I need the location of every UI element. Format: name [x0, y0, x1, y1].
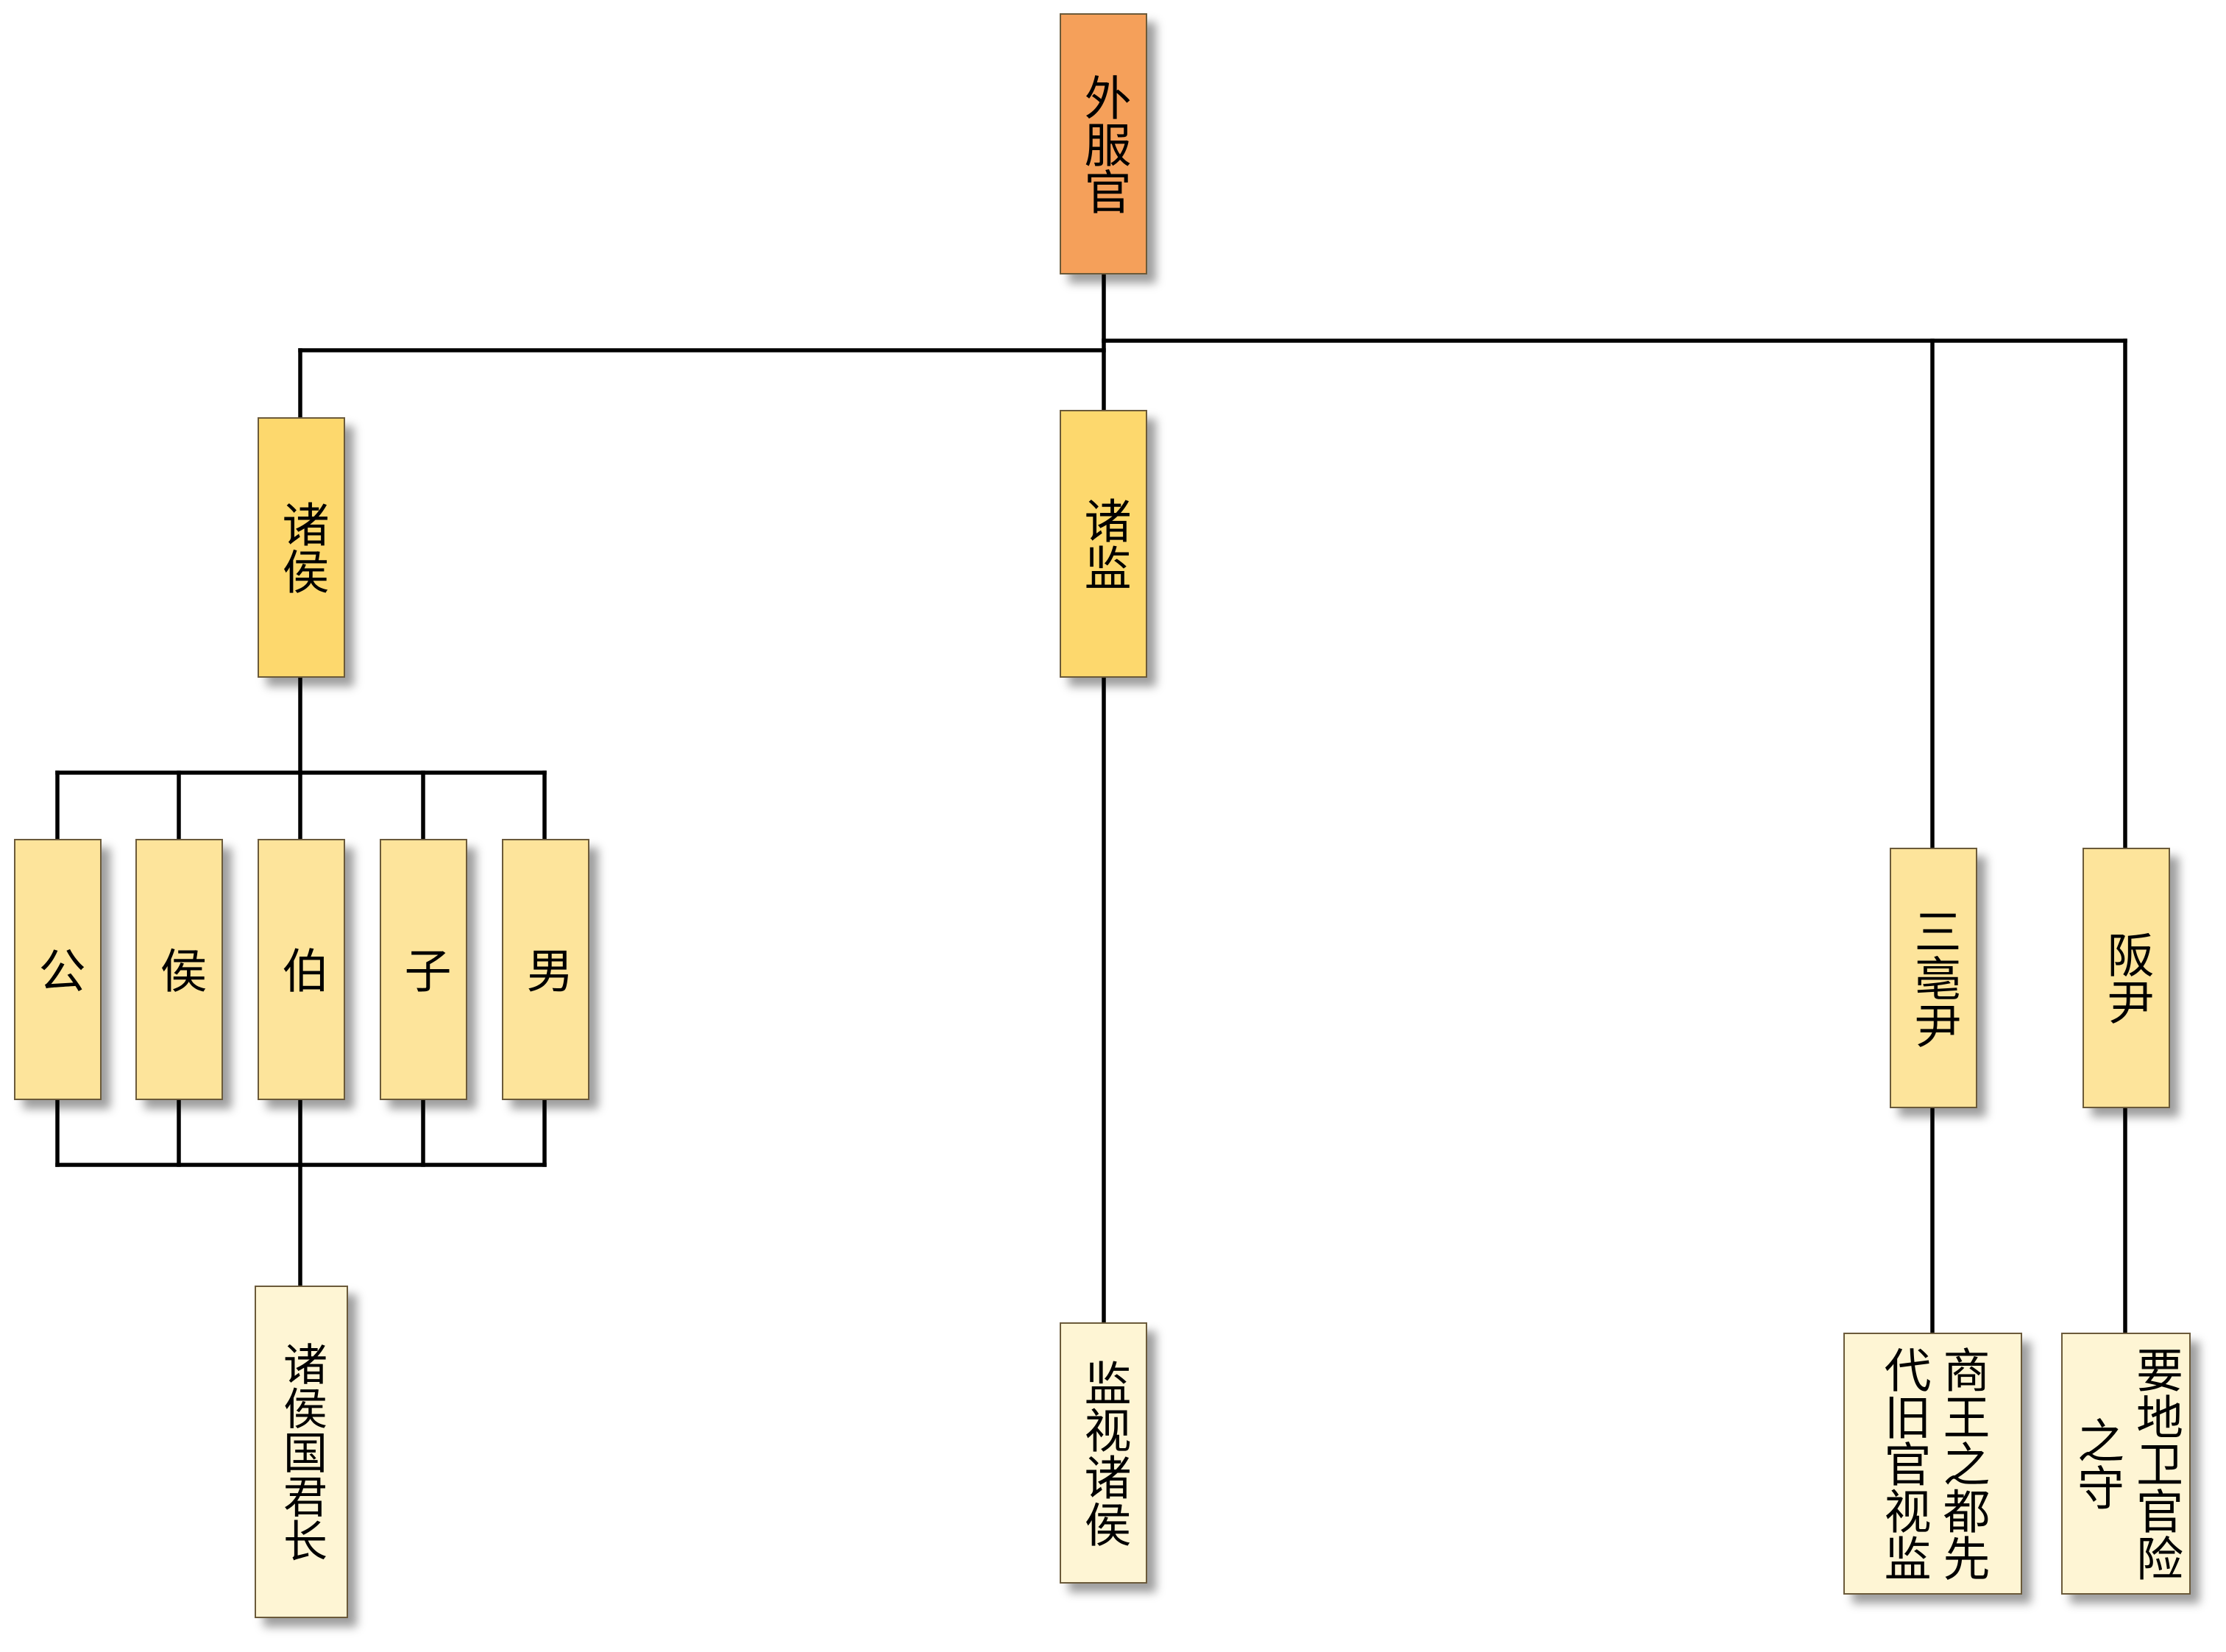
- node-sanboyin-description: 商王之都先代旧官视监: [1843, 1333, 2022, 1595]
- node-sanboyin-label: 三亳尹: [1906, 907, 1961, 1049]
- node-gong: 公: [14, 839, 102, 1100]
- node-zhuhou-label: 诸侯: [274, 500, 329, 595]
- node-sanboyin: 三亳尹: [1890, 848, 1977, 1108]
- node-nan-label: 男: [518, 946, 573, 993]
- node-banyin-label: 阪尹: [2099, 931, 2154, 1025]
- node-zhujian-description: 监视诸侯: [1060, 1322, 1147, 1584]
- node-zhujian-label: 诸监: [1076, 497, 1131, 591]
- node-banyin: 阪尹: [2083, 848, 2170, 1108]
- node-zhuhou-description-label: 诸侯国君长: [275, 1341, 327, 1562]
- node-zhujian: 诸监: [1060, 410, 1147, 678]
- node-waifuguan: 外服官: [1060, 13, 1147, 274]
- node-nan: 男: [502, 839, 589, 1100]
- node-waifuguan-label: 外服官: [1076, 73, 1131, 215]
- node-bo-label: 伯: [274, 946, 329, 993]
- node-zi-label: 子: [396, 946, 451, 993]
- node-hou-label: 侯: [152, 946, 207, 993]
- node-sanboyin-description-label: 商王之都先代旧官视监: [1876, 1346, 1990, 1581]
- node-zhujian-description-label: 监视诸侯: [1076, 1358, 1131, 1548]
- node-zi: 子: [380, 839, 467, 1100]
- node-zhuhou: 诸侯: [258, 417, 345, 678]
- node-hou: 侯: [135, 839, 223, 1100]
- node-gong-label: 公: [30, 946, 85, 993]
- node-zhuhou-description: 诸侯国君长: [255, 1286, 348, 1618]
- node-bo: 伯: [258, 839, 345, 1100]
- node-banyin-description-label: 要地卫官险之守: [2069, 1346, 2183, 1581]
- node-banyin-description: 要地卫官险之守: [2061, 1333, 2191, 1595]
